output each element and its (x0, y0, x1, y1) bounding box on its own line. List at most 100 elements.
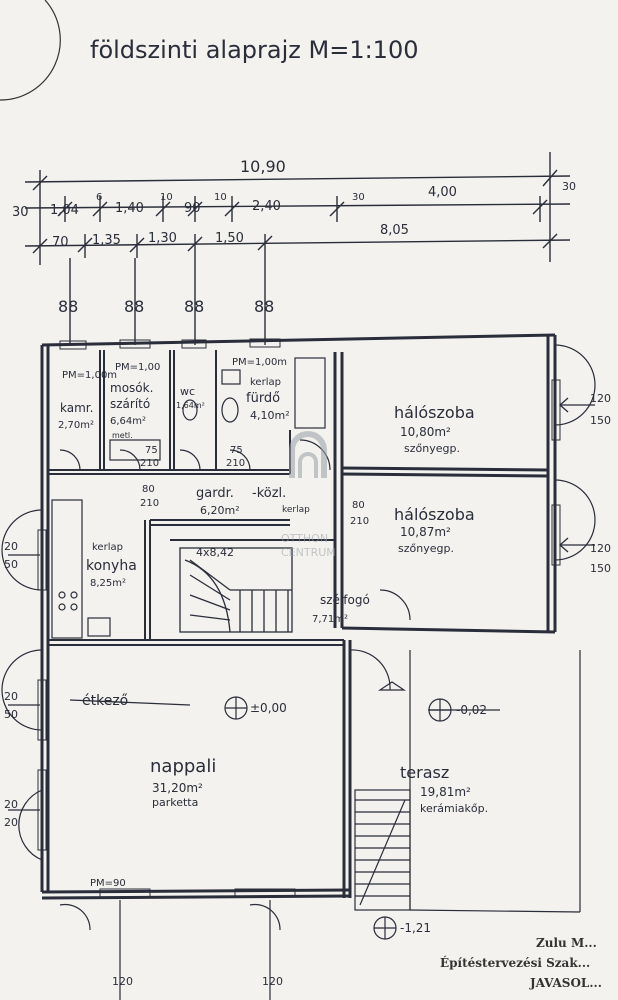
dim-label: 120 (262, 975, 283, 988)
room-labels: kamr. 2,70m² mosók. szárító 6,64m² metl.… (58, 377, 488, 815)
dim-label: 10 (214, 192, 227, 203)
room-note: kerlap (250, 377, 281, 388)
dimension-row-1: 30 1,04 6 1,40 10 90 10 2,40 30 4,00 30 (12, 180, 576, 220)
room-area: 2,70m² (58, 420, 94, 431)
room-area: 4,10m² (250, 409, 290, 422)
door-height: 210 (226, 458, 245, 469)
terrace-stair (354, 650, 581, 913)
room-area: 19,81m² (420, 785, 471, 799)
room-area: 10,87m² (400, 525, 451, 539)
dim-label: 120 (590, 392, 611, 405)
dim-label: 88 (184, 297, 204, 316)
stamp-line1: Zulu M... (536, 936, 597, 950)
watermark-logo: OTTHON CENTRUM (281, 431, 336, 559)
dim-label: 1,04 (50, 203, 79, 218)
door-width: 80 (352, 500, 365, 511)
parapet-height: PM=1,00 (115, 362, 160, 373)
door-width: 75 (230, 445, 243, 456)
side-dimensions: 120 150 120 150 20 50 20 50 20 20 120 12… (4, 392, 611, 988)
dim-label: 10 (160, 192, 173, 203)
dim-label: 20 (4, 816, 18, 829)
parapet-height: PM=1,00m (232, 357, 287, 368)
interior-walls (48, 350, 344, 646)
room-name: hálószoba (394, 505, 475, 524)
dim-label: 88 (124, 297, 144, 316)
dim-label: 20 (4, 798, 18, 811)
room-area: 10,80m² (400, 425, 451, 439)
dim-label: 90 (184, 201, 201, 216)
stamp-line3: JAVASOL... (530, 976, 602, 990)
level-label: ±0,00 (250, 701, 287, 715)
dim-label: 30 (12, 205, 29, 220)
room-area: 6,20m² (200, 504, 240, 517)
watermark-line2: CENTRUM (281, 546, 336, 559)
room-floor: szőnyegp. (398, 542, 454, 555)
dim-label: 150 (590, 414, 611, 427)
dim-label: 1,50 (215, 231, 244, 246)
door-width: 75 (145, 445, 158, 456)
dim-label: 2,40 (252, 199, 281, 214)
dim-label: 4,00 (428, 185, 457, 200)
dim-label: 50 (4, 558, 18, 571)
level-label: -0,02 (456, 703, 487, 717)
overall-dimension: 10,90 (240, 157, 286, 176)
dim-label: 150 (590, 562, 611, 575)
room-name: terasz (400, 763, 449, 782)
dim-label: 20 (4, 540, 18, 553)
watermark-line1: OTTHON (281, 532, 328, 545)
room-name: fürdő (246, 391, 280, 406)
dim-label: 70 (52, 235, 69, 250)
dim-label: 1,35 (92, 233, 121, 248)
room-sub: szárító (110, 397, 150, 411)
dim-label: 120 (590, 542, 611, 555)
room-name: gardr. (196, 486, 234, 501)
dim-label: 1,30 (148, 231, 177, 246)
dim-label: 30 (352, 192, 365, 203)
annotations: PM=1,00m PM=1,00m PM=90 PM=1,00 75 210 7… (62, 357, 487, 935)
opening-dimensions: 88 88 88 88 (58, 297, 274, 316)
room-name: szélfogó (320, 593, 370, 607)
kitchen-counter (51, 499, 111, 639)
dimension-lines (24, 152, 571, 345)
room-area: 6,64m² (110, 416, 146, 427)
room-note: metl. (112, 431, 133, 440)
room-name: konyha (86, 558, 137, 574)
door-height: 210 (350, 516, 369, 527)
room-name: nappali (150, 756, 216, 777)
dim-label: 8,05 (380, 223, 409, 238)
dim-label: 120 (112, 975, 133, 988)
dim-label: 1,40 (115, 201, 144, 216)
staircase (179, 547, 293, 633)
direction-arrows (8, 397, 595, 811)
room-area: 7,71m² (312, 614, 348, 625)
door-height: 210 (140, 498, 159, 509)
level-markers (224, 681, 452, 940)
dimension-row-2: 70 1,35 1,30 1,50 8,05 (52, 223, 409, 250)
room-name: hálószoba (394, 403, 475, 422)
room-floor: szőnyegp. (404, 442, 460, 455)
room-name: kamr. (60, 401, 93, 415)
plan-title: földszinti alaprajz M=1:100 (90, 36, 419, 64)
dim-label: 50 (4, 708, 18, 721)
dim-label: 30 (562, 180, 576, 193)
room-area: 31,20m² (152, 781, 203, 795)
room-name: mosók. (110, 381, 153, 395)
room-area: 1,64m² (176, 401, 205, 410)
bottom-leaders (119, 900, 271, 1000)
dim-label: 88 (58, 297, 78, 316)
parapet-height: PM=1,00m (62, 370, 117, 381)
stamp-line2: Építéstervezési Szak... (440, 956, 591, 970)
room-note: kerlap (92, 542, 123, 553)
bathroom-fixtures (109, 357, 326, 461)
parapet-height: PM=90 (90, 878, 126, 889)
door-swings (1, 344, 596, 931)
dim-label: 20 (4, 690, 18, 703)
level-label: -1,21 (400, 921, 431, 935)
door-swing-arc (0, 0, 61, 101)
outer-walls (40, 333, 557, 900)
dim-label: 88 (254, 297, 274, 316)
room-name: wc (180, 385, 195, 398)
room-floor: kerámiakőp. (420, 802, 488, 815)
